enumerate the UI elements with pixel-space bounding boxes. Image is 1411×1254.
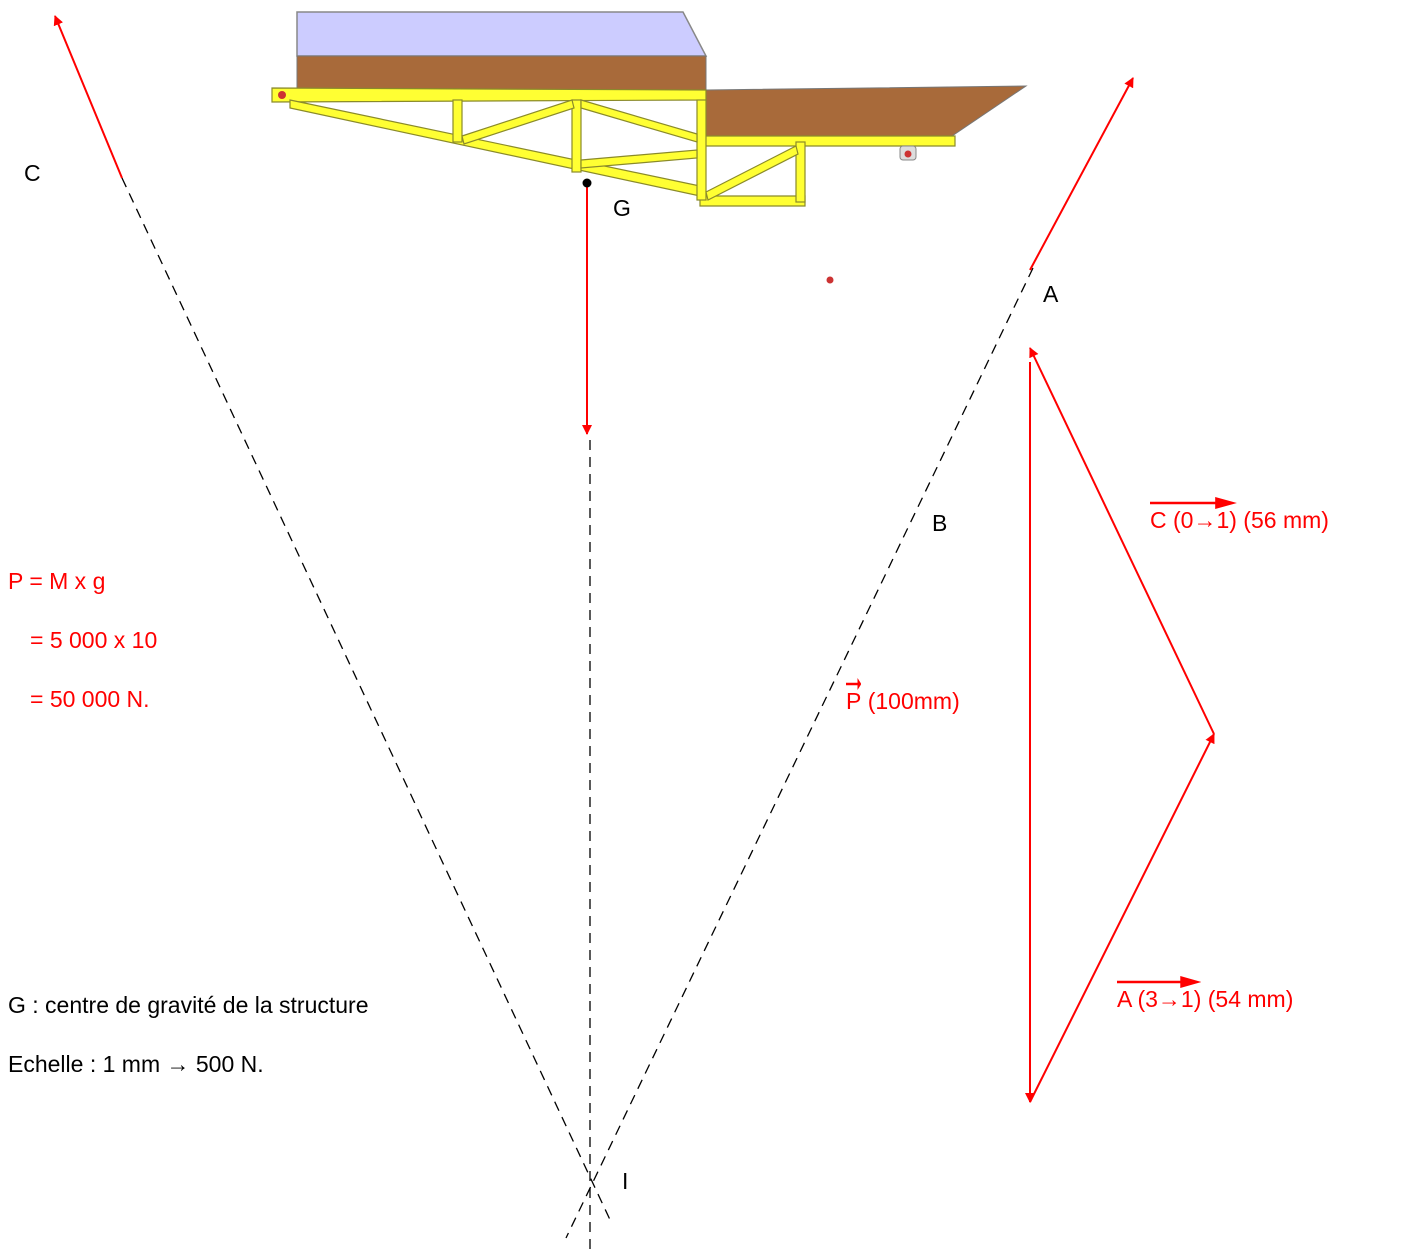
label-point-c: C (24, 160, 41, 186)
vector-c-on-structure (53, 15, 123, 179)
vector-c-magnitude: (56 mm) (1236, 507, 1329, 533)
truss (271, 87, 956, 207)
structure (271, 11, 1028, 284)
label-point-i: I (622, 1168, 629, 1194)
gravity-note: G : centre de gravité de la structure (8, 992, 369, 1018)
lines-of-action (121, 177, 1034, 1254)
label-point-g: G (613, 195, 631, 221)
vector-p-magnitude: (100mm) (861, 688, 960, 714)
vector-arrow-icon (1150, 497, 1237, 509)
polygon-vector-a (1029, 733, 1215, 1103)
vector-arrow-icon (846, 678, 862, 690)
label-vector-p: P (100mm) (846, 678, 960, 715)
label-point-b: B (932, 510, 948, 536)
vector-a-subscript: (3→1) (1131, 986, 1202, 1012)
center-of-gravity-dot (582, 178, 592, 188)
force-vectors (53, 15, 1134, 435)
formula-line-2: = 5 000 x 10 (30, 627, 158, 653)
vector-a-magnitude: (54 mm) (1201, 986, 1294, 1012)
formula-line-1: P = M x g (8, 568, 106, 594)
label-vector-a: A (3→1) (54 mm) (1117, 976, 1294, 1013)
vector-c-symbol: C (0→1) (1150, 497, 1237, 534)
label-point-a: A (1043, 281, 1059, 307)
line-of-action-c (121, 177, 613, 1225)
vector-arrow-icon (1117, 976, 1202, 988)
line-of-action-a (565, 267, 1034, 1239)
load-block (296, 11, 708, 57)
deck-right (705, 85, 1028, 137)
vector-a-symbol: A (3→1) (1117, 976, 1202, 1013)
formula-line-3: = 50 000 N. (30, 686, 150, 712)
vector-c-name: C (1150, 507, 1167, 533)
vector-p-name: P (846, 688, 862, 714)
label-vector-c: C (0→1) (56 mm) (1150, 497, 1329, 534)
vector-a-on-structure (1029, 77, 1134, 271)
vector-a-name: A (1117, 986, 1132, 1012)
polygon-vector-c (1029, 347, 1215, 735)
scale-note: Echelle : 1 mm → 500 N. (8, 1051, 264, 1077)
vector-c-subscript: (0→1) (1166, 507, 1237, 533)
vector-p-symbol: P (846, 678, 862, 715)
force-polygon (1025, 347, 1215, 1103)
